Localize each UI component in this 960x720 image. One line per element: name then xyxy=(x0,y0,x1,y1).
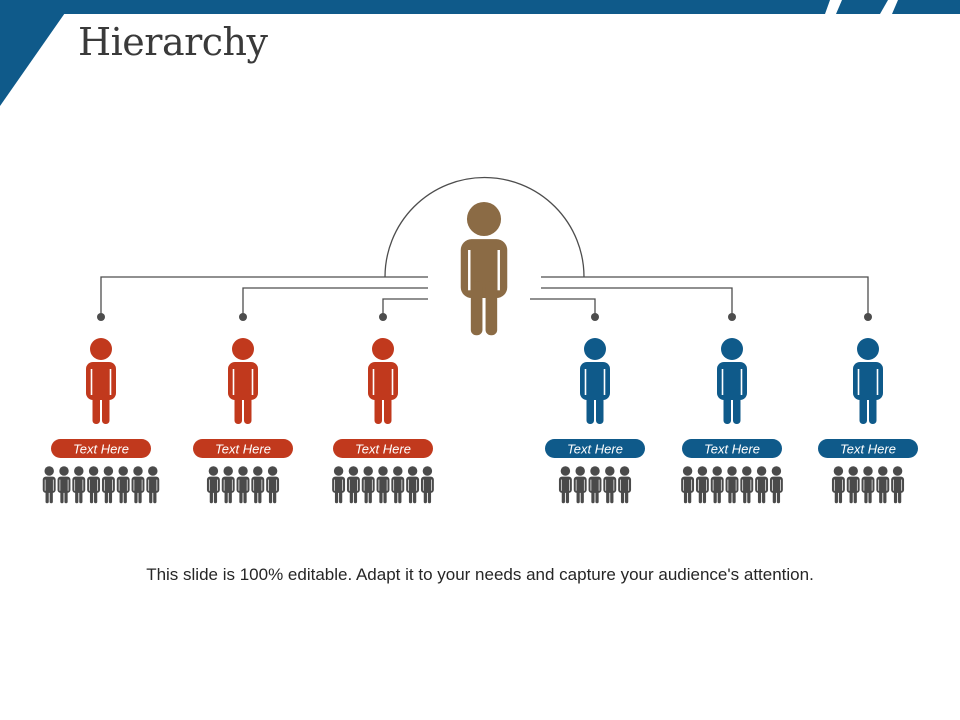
person-icon xyxy=(580,338,610,424)
small-person-icon xyxy=(72,466,86,504)
person-icon xyxy=(717,338,747,424)
small-person-icon xyxy=(87,466,101,504)
small-person-icon xyxy=(101,466,115,504)
head-arc xyxy=(384,176,585,278)
small-person-icon xyxy=(420,466,434,504)
small-person-icon xyxy=(769,466,783,504)
member-label-pill: Text Here xyxy=(682,439,782,458)
member-label-pill: Text Here xyxy=(545,439,645,458)
connector-dot xyxy=(728,313,736,321)
small-person-icon xyxy=(266,466,280,504)
connector-line xyxy=(100,276,428,317)
small-person-icon xyxy=(891,466,905,504)
small-person-icon xyxy=(876,466,890,504)
team-group-icon xyxy=(681,466,783,504)
team-group-icon xyxy=(206,466,280,504)
person-icon xyxy=(368,338,398,424)
connector-dot xyxy=(864,313,872,321)
small-person-icon xyxy=(206,466,220,504)
connector-line xyxy=(530,298,596,317)
small-person-icon xyxy=(681,466,695,504)
page-title: Hierarchy xyxy=(78,20,268,64)
member-2: Text Here xyxy=(193,338,293,504)
member-6: Text Here xyxy=(818,338,918,504)
small-person-icon xyxy=(146,466,160,504)
member-label: Text Here xyxy=(704,442,760,457)
connector-line xyxy=(242,287,428,317)
member-3: Text Here xyxy=(332,338,434,504)
connector-line xyxy=(541,276,869,317)
small-person-icon xyxy=(42,466,56,504)
member-label: Text Here xyxy=(355,442,411,457)
small-person-icon xyxy=(588,466,602,504)
small-person-icon xyxy=(573,466,587,504)
small-person-icon xyxy=(558,466,572,504)
member-label: Text Here xyxy=(73,442,129,457)
member-1: Text Here xyxy=(42,338,160,504)
team-group-icon xyxy=(42,466,160,504)
member-label-pill: Text Here xyxy=(51,439,151,458)
small-person-icon xyxy=(710,466,724,504)
header-stripe-1 xyxy=(836,0,888,14)
small-person-icon xyxy=(846,466,860,504)
member-label: Text Here xyxy=(567,442,623,457)
member-label-pill: Text Here xyxy=(818,439,918,458)
team-group-icon xyxy=(831,466,905,504)
member-4: Text Here xyxy=(545,338,645,504)
team-group-icon xyxy=(558,466,632,504)
person-icon xyxy=(460,201,508,336)
small-person-icon xyxy=(695,466,709,504)
small-person-icon xyxy=(603,466,617,504)
small-person-icon xyxy=(251,466,265,504)
small-person-icon xyxy=(361,466,375,504)
member-label-pill: Text Here xyxy=(193,439,293,458)
small-person-icon xyxy=(332,466,346,504)
small-person-icon xyxy=(221,466,235,504)
connector-dot xyxy=(97,313,105,321)
member-label: Text Here xyxy=(215,442,271,457)
connector-line xyxy=(541,287,733,317)
small-person-icon xyxy=(831,466,845,504)
small-person-icon xyxy=(131,466,145,504)
small-person-icon xyxy=(725,466,739,504)
header-bar xyxy=(0,0,830,14)
person-icon xyxy=(86,338,116,424)
small-person-icon xyxy=(755,466,769,504)
small-person-icon xyxy=(391,466,405,504)
connector-dot xyxy=(239,313,247,321)
corner-triangle xyxy=(0,0,74,106)
header-stripe-2 xyxy=(892,0,960,14)
small-person-icon xyxy=(376,466,390,504)
person-icon xyxy=(228,338,258,424)
small-person-icon xyxy=(618,466,632,504)
footer-caption: This slide is 100% editable. Adapt it to… xyxy=(146,565,814,584)
team-group-icon xyxy=(332,466,434,504)
small-person-icon xyxy=(346,466,360,504)
connector-line xyxy=(382,298,428,317)
small-person-icon xyxy=(406,466,420,504)
connector-dot xyxy=(379,313,387,321)
member-5: Text Here xyxy=(681,338,783,504)
member-label-pill: Text Here xyxy=(333,439,433,458)
small-person-icon xyxy=(57,466,71,504)
person-icon xyxy=(853,338,883,424)
small-person-icon xyxy=(116,466,130,504)
small-person-icon xyxy=(861,466,875,504)
small-person-icon xyxy=(236,466,250,504)
small-person-icon xyxy=(740,466,754,504)
member-label: Text Here xyxy=(840,442,896,457)
connector-dot xyxy=(591,313,599,321)
